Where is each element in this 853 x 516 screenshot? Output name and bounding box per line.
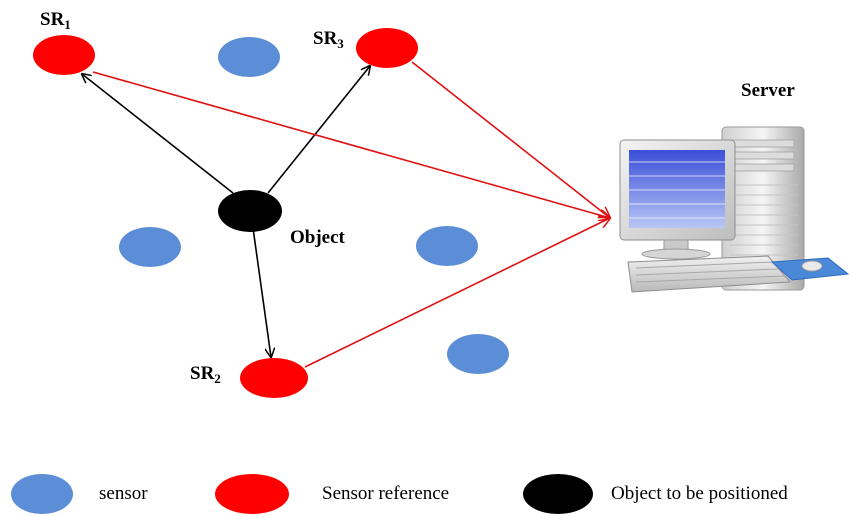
label-object: Object [290, 227, 345, 248]
arrow-sr3-to-server [411, 61, 610, 218]
label-sr2: SR2 [190, 363, 221, 386]
legend-label-sensor-reference: Sensor reference [322, 483, 450, 504]
sensor-node [447, 334, 509, 374]
arrow-sr2-to-server [304, 218, 610, 368]
legend-label-object: Object to be positioned [611, 483, 788, 504]
measurement-arrows [82, 66, 370, 357]
legend-swatch-sensor-reference [215, 474, 289, 514]
sensor-node [416, 226, 478, 266]
arrow-sr1-to-server [92, 71, 610, 218]
legend-swatches [11, 474, 593, 514]
server-computer-icon [619, 126, 850, 293]
sensor-node [218, 37, 280, 77]
label-sr1: SR1 [40, 9, 71, 32]
label-sr3: SR3 [313, 28, 344, 51]
legend-swatch-sensor [11, 474, 73, 514]
sensor-reference-sr3 [356, 28, 418, 68]
object-node [218, 190, 282, 232]
legend-swatch-object [523, 474, 593, 514]
arrow-object-to-sr3 [267, 66, 370, 194]
report-arrows [92, 61, 610, 368]
sensor-references [33, 28, 418, 398]
sensor-reference-sr1 [33, 35, 95, 75]
sensors [119, 37, 509, 374]
sensor-node [119, 227, 181, 267]
arrow-object-to-sr2 [252, 227, 271, 357]
label-server: Server [741, 80, 795, 101]
sensor-reference-sr2 [240, 358, 308, 398]
arrow-object-to-sr1 [82, 74, 234, 194]
legend-label-sensor: sensor [99, 483, 148, 504]
